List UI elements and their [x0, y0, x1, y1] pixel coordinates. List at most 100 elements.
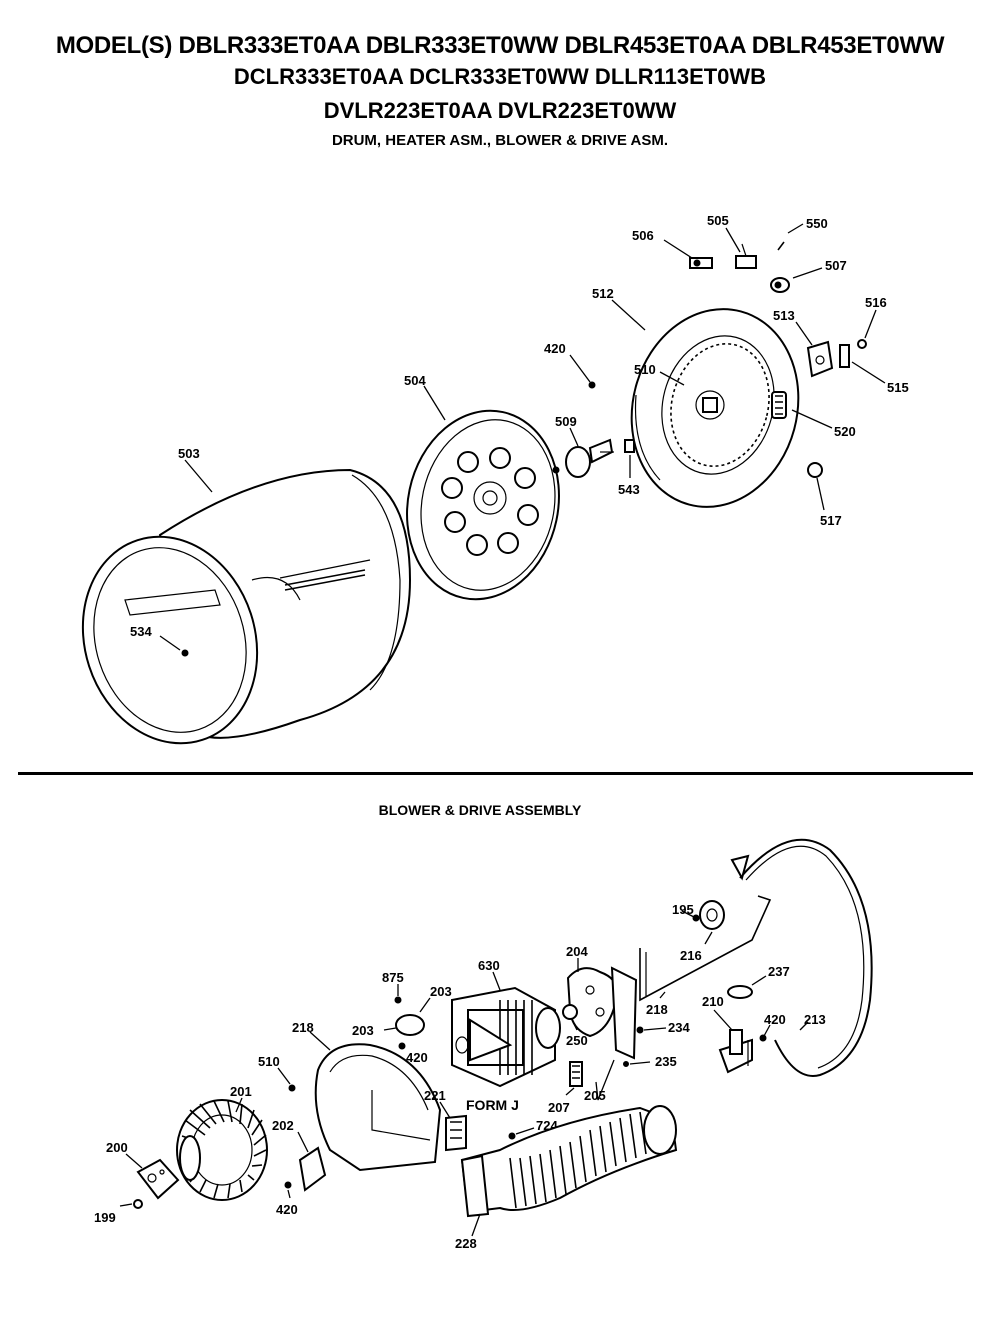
part-199 [133, 1199, 143, 1209]
callout-506: 506 [632, 228, 654, 243]
part-517 [807, 462, 823, 478]
callout-503: 503 [178, 446, 200, 461]
model-list-line-2: DCLR333ET0AA DCLR333ET0WW DLLR113ET0WB [233, 64, 767, 89]
callout-516: 516 [865, 295, 887, 310]
bearing-509 [552, 438, 614, 478]
exhaust-duct-228 [460, 1105, 678, 1218]
part-237 [727, 985, 753, 999]
leader-520 [791, 409, 833, 429]
leader-218-housing [309, 1031, 331, 1051]
callout-203-b: 203 [352, 1023, 374, 1038]
leader-506 [663, 239, 693, 259]
callout-520: 520 [834, 424, 856, 439]
leader-517 [816, 477, 825, 511]
part-875 [394, 996, 402, 1004]
callout-550: 550 [806, 216, 828, 231]
rod-218 [639, 895, 772, 1002]
callout-216: 216 [680, 948, 702, 963]
leader-420-top [569, 354, 591, 383]
callout-218-upper: 218 [646, 1002, 668, 1017]
callout-505: 505 [707, 213, 729, 228]
callout-630: 630 [478, 958, 500, 973]
leader-199 [119, 1203, 133, 1207]
pulley-216 [699, 900, 725, 930]
callout-228: 228 [455, 1236, 477, 1251]
section-divider [18, 772, 973, 775]
blower-wheel-201 [176, 1099, 268, 1201]
part-724 [508, 1132, 516, 1140]
part-420-lower [284, 1181, 292, 1189]
leader-420-right [763, 1024, 771, 1037]
leader-507 [792, 267, 823, 279]
callout-543: 543 [618, 482, 640, 497]
leader-205 [595, 1059, 615, 1101]
callout-512: 512 [592, 286, 614, 301]
leader-195 [681, 910, 695, 918]
blower-drive-section-title: BLOWER & DRIVE ASSEMBLY [378, 802, 582, 818]
drum-part [81, 468, 412, 745]
leader-218-upper [659, 991, 666, 999]
leader-724 [515, 1127, 535, 1135]
part-507 [770, 277, 790, 293]
part-250 [562, 1004, 578, 1020]
part-516 [857, 339, 867, 349]
leader-221 [439, 1101, 451, 1119]
callout-504: 504 [404, 373, 426, 388]
callout-420-lower: 420 [276, 1202, 298, 1217]
leader-203-b [383, 1027, 397, 1031]
rear-bulkhead-part [630, 308, 800, 508]
callout-201: 201 [230, 1084, 252, 1099]
leader-516 [864, 309, 877, 339]
idler-210 [718, 1029, 753, 1074]
leader-234 [643, 1027, 667, 1031]
leader-510 [659, 371, 685, 386]
leader-207 [565, 1087, 575, 1096]
callout-517: 517 [820, 513, 842, 528]
part-506 [689, 257, 713, 269]
leader-550 [787, 223, 804, 234]
leader-250 [571, 1019, 578, 1031]
leader-505 [725, 227, 741, 253]
leader-512 [611, 299, 646, 331]
callout-204: 204 [566, 944, 588, 959]
callout-218-housing: 218 [292, 1020, 314, 1035]
part-420-right [759, 1034, 767, 1042]
part-234 [636, 1026, 644, 1034]
callout-250: 250 [566, 1033, 588, 1048]
callout-200: 200 [106, 1140, 128, 1155]
callout-509: 509 [555, 414, 577, 429]
leader-513 [795, 321, 813, 346]
diagram-subtitle: DRUM, HEATER ASM., BLOWER & DRIVE ASM. [331, 132, 669, 149]
part-510-lower [288, 1084, 296, 1092]
callout-235: 235 [655, 1054, 677, 1069]
callout-195: 195 [672, 902, 694, 917]
callout-534: 534 [130, 624, 152, 639]
callout-420-mid: 420 [406, 1050, 428, 1065]
clip-202 [298, 1146, 327, 1192]
callout-207: 207 [548, 1100, 570, 1115]
leader-503 [184, 459, 213, 493]
part-513 [806, 340, 834, 378]
callout-205: 205 [584, 1088, 606, 1103]
leader-216 [704, 931, 713, 945]
callout-510: 510 [634, 362, 656, 377]
leader-237 [751, 975, 767, 986]
pin-543 [624, 439, 635, 453]
part-550 [777, 241, 785, 251]
leader-509 [569, 427, 579, 447]
part-221 [445, 1114, 467, 1152]
leader-534 [159, 635, 181, 651]
model-list-line-1: MODEL(S) DBLR333ET0AA DBLR333ET0WW DBLR4… [55, 32, 945, 59]
leader-504 [423, 385, 446, 421]
front-bulkhead-part [406, 409, 560, 601]
leader-201 [235, 1097, 243, 1113]
callout-507: 507 [825, 258, 847, 273]
part-203-a [395, 1014, 425, 1036]
part-505 [735, 243, 757, 269]
callout-213: 213 [804, 1012, 826, 1027]
callout-420-top: 420 [544, 341, 566, 356]
part-420-mid [398, 1042, 406, 1050]
leader-420-lower [287, 1189, 291, 1199]
drive-belt-213 [730, 838, 873, 1077]
